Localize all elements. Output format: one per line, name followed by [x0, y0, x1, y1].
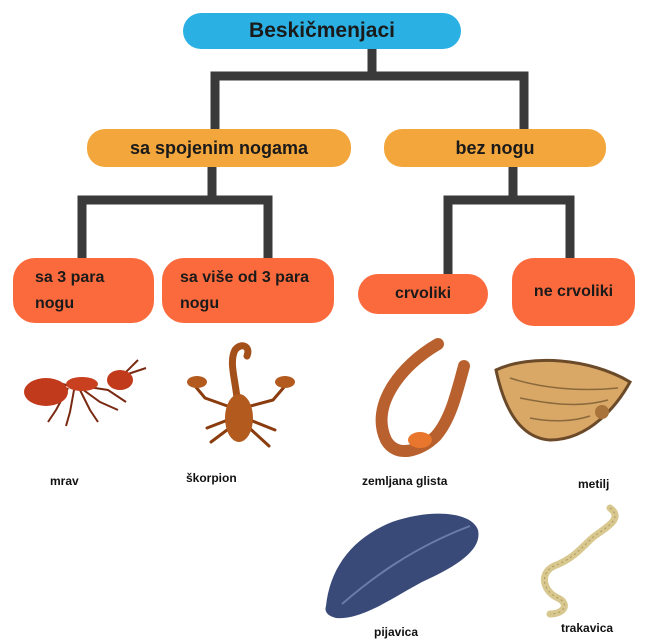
category-label-line2: nogu	[180, 291, 309, 317]
group-node-no-legs: bez nogu	[384, 129, 606, 167]
animal-caption: trakavica	[561, 621, 613, 635]
ant-icon	[8, 350, 153, 430]
animal-caption: škorpion	[186, 471, 237, 485]
category-node-wormlike: crvoliki	[358, 274, 488, 314]
tapeworm-icon	[530, 500, 630, 618]
category-label: crvoliki	[395, 285, 451, 303]
category-label-line1: sa više od 3 para	[180, 265, 309, 291]
category-label-line2: nogu	[35, 291, 104, 317]
scorpion-icon	[185, 338, 300, 458]
animal-caption: pijavica	[374, 625, 418, 639]
group-label: sa spojenim nogama	[130, 138, 308, 159]
category-node-not-wormlike: ne crvoliki	[512, 258, 635, 326]
root-label: Beskičmenjaci	[249, 19, 395, 43]
fluke-icon	[490, 348, 635, 448]
category-label: ne crvoliki	[534, 283, 613, 301]
animal-caption: mrav	[50, 474, 79, 488]
animal-caption: zemljana glista	[362, 474, 447, 488]
group-node-jointed-legs: sa spojenim nogama	[87, 129, 351, 167]
earthworm-icon	[360, 336, 475, 461]
root-node: Beskičmenjaci	[183, 13, 461, 49]
group-label: bez nogu	[456, 138, 535, 159]
animal-caption: metilj	[578, 477, 609, 491]
leech-icon	[322, 508, 482, 623]
category-label-line1: sa 3 para	[35, 265, 104, 291]
